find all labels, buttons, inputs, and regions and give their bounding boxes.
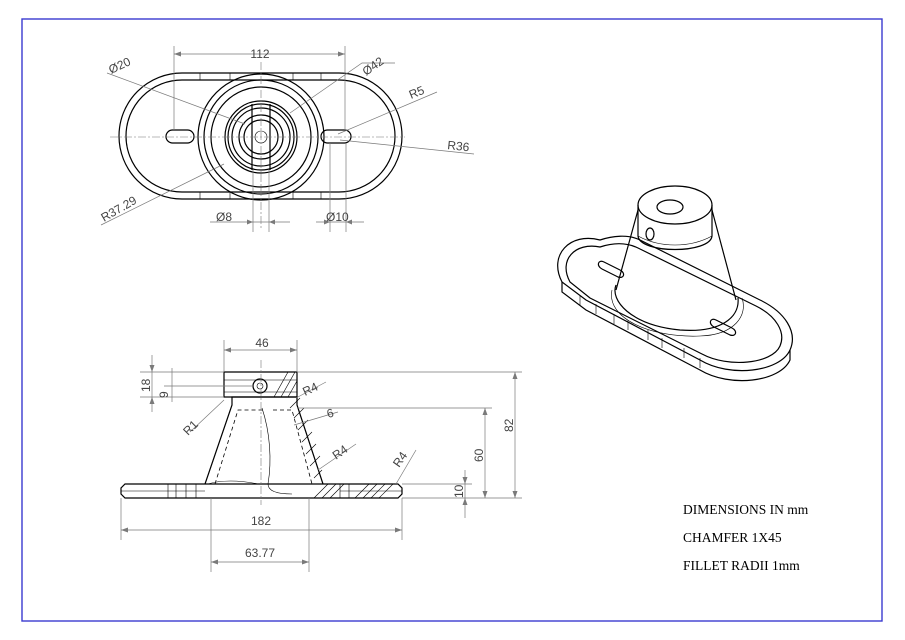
dim-10: 10 <box>452 484 466 498</box>
dim-r5: R5 <box>407 83 427 102</box>
note-units: DIMENSIONS IN mm <box>683 502 809 517</box>
dim-r4-top: R4 <box>300 379 320 398</box>
dim-r36: R36 <box>447 138 471 154</box>
dim-63-77: 63.77 <box>245 546 275 560</box>
dim-18: 18 <box>139 378 153 392</box>
front-view: 46 18 9 R1 R4 6 R4 R4 82 60 10 <box>120 336 522 572</box>
isometric-view <box>557 185 793 382</box>
dim-dia-10: Ø10 <box>326 210 349 224</box>
dim-82: 82 <box>502 418 516 432</box>
dim-46: 46 <box>255 336 269 350</box>
sheet-border <box>21 18 883 622</box>
dim-6: 6 <box>325 406 335 421</box>
note-fillet: FILLET RADII 1mm <box>683 558 800 573</box>
notes: DIMENSIONS IN mm CHAMFER 1X45 FILLET RAD… <box>683 502 809 573</box>
dim-dia-8: Ø8 <box>216 210 232 224</box>
dim-60: 60 <box>472 448 486 462</box>
dim-112: 112 <box>250 47 269 61</box>
dim-182: 182 <box>251 514 271 528</box>
dim-9: 9 <box>157 391 171 398</box>
note-chamfer: CHAMFER 1X45 <box>683 530 782 545</box>
